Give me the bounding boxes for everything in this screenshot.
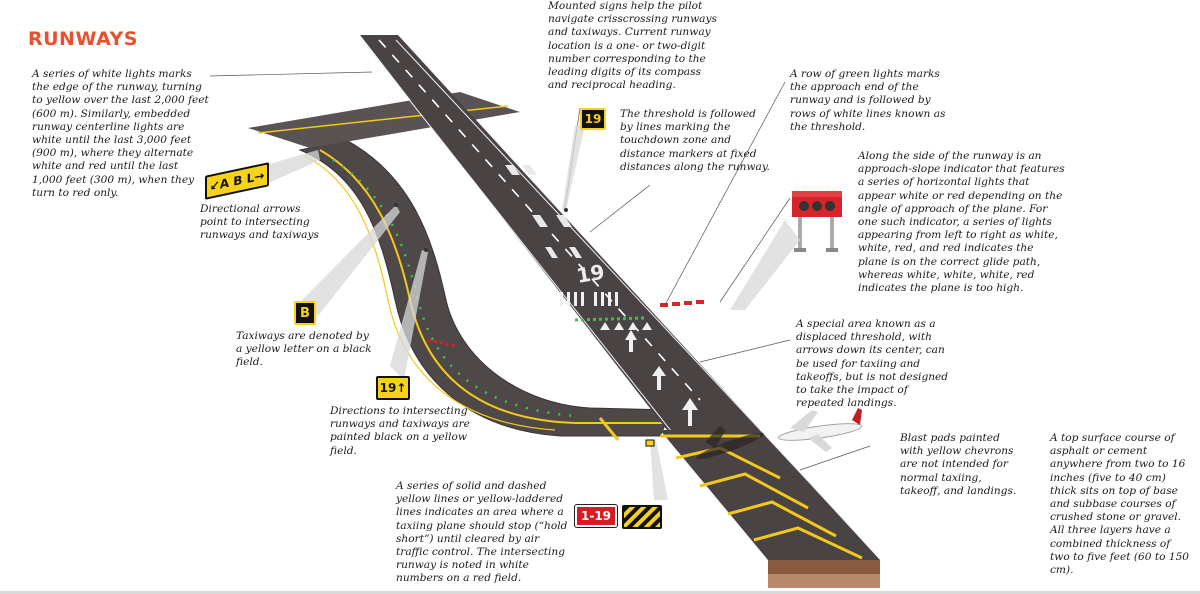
taxiway-hold-short-line — [598, 417, 620, 441]
note-displaced-threshold: A special area known as a displaced thre… — [796, 318, 949, 410]
runway-edge-depth — [768, 560, 880, 574]
hold-short-hazard-sign — [622, 505, 662, 529]
runway-edge-right — [395, 39, 879, 557]
sign-post — [564, 208, 568, 212]
note-directional-arrows: Directional arrows point to intersecting… — [200, 203, 319, 242]
callout-wedges — [255, 125, 800, 500]
approach-slope-lights — [660, 300, 704, 307]
hold-short-sign: 1-19 — [575, 505, 617, 527]
note-mounted-signs: Mounted signs help the pilot navigate cr… — [548, 0, 717, 92]
note-surface-course: A top surface course of asphalt or cemen… — [1050, 432, 1190, 577]
threshold-bars — [560, 292, 618, 306]
note-directions: Directions to intersecting runways and t… — [330, 405, 470, 457]
direction-sign: 19↑ — [376, 376, 410, 400]
note-blast-pads: Blast pads painted with yellow chevrons … — [900, 432, 1017, 497]
divider — [0, 591, 1200, 594]
airplane-shadow — [696, 426, 764, 460]
displaced-threshold-arrows — [600, 322, 698, 426]
approach-slope-indicator-unit — [792, 191, 842, 252]
note-edge-lights: A series of white lights marks the edge … — [32, 68, 209, 199]
sign-post — [394, 203, 398, 207]
note-taxiways-letter: Taxiways are denoted by a yellow letter … — [236, 330, 372, 369]
note-approach-slope: Along the side of the runway is an appro… — [858, 150, 1065, 295]
taxiway-green-lights — [332, 158, 576, 418]
page-title: RUNWAYS — [28, 28, 138, 50]
runway-location-sign: 19 — [580, 108, 606, 130]
sign-post — [424, 248, 428, 252]
sign-post — [645, 439, 655, 447]
note-green-lights: A row of green lights marks the approach… — [790, 68, 946, 133]
note-hold-short: A series of solid and dashed yellow line… — [396, 480, 568, 585]
taxiway-edge-line — [304, 155, 556, 431]
runway-subbase — [768, 574, 880, 588]
hazard-stripes — [624, 507, 660, 527]
runway-number-marking: 19 — [575, 259, 607, 287]
main-runway — [360, 35, 880, 560]
taxiway-sign: B — [294, 301, 316, 325]
touchdown-markers — [505, 165, 582, 258]
note-threshold: The threshold is followed by lines marki… — [620, 108, 770, 173]
taxiway-red-bar — [427, 338, 457, 348]
airplane — [778, 408, 862, 452]
blast-pad — [660, 430, 880, 560]
